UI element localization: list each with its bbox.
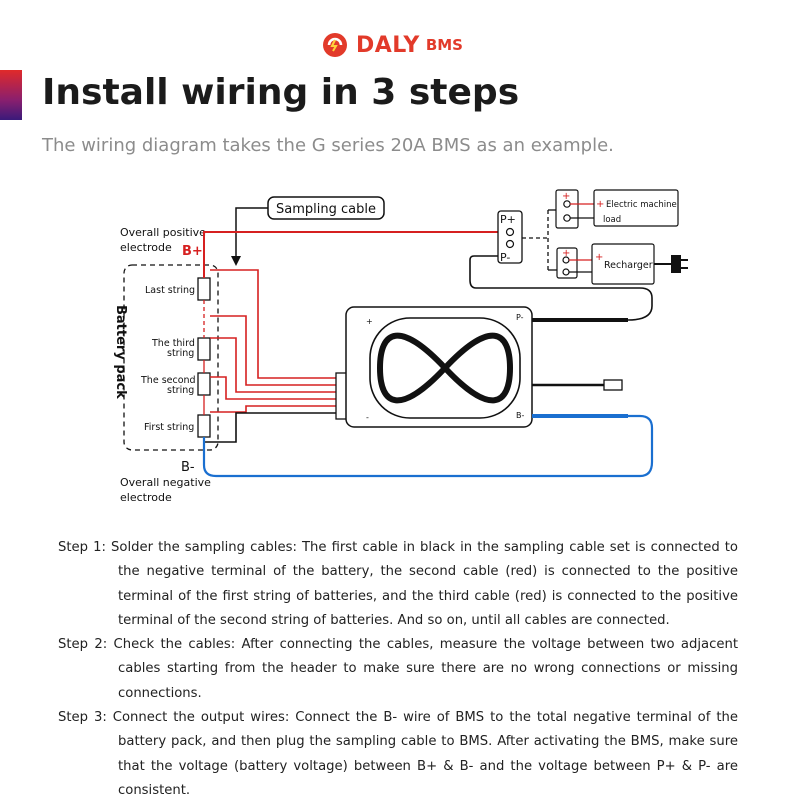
- electric-machine-label: Electric machine: [606, 200, 677, 210]
- plug-icon: [671, 255, 688, 273]
- overall-positive-label: Overall positive: [120, 226, 206, 239]
- brand-sub: BMS: [425, 36, 463, 54]
- bms-plus-label: +: [366, 317, 373, 326]
- positive-electrode-label: electrode: [120, 241, 172, 254]
- first-string-label: First string: [144, 422, 194, 433]
- svg-text:+: +: [562, 191, 570, 202]
- instruction-steps: Step 1: Solder the sampling cables: The …: [58, 536, 738, 803]
- electric-machine-load: + + Electric machine load: [555, 189, 679, 229]
- p-plus-label: P+: [500, 213, 516, 226]
- cell-second: [197, 372, 211, 396]
- page-subtitle: The wiring diagram takes the G series 20…: [42, 135, 614, 156]
- sampling-cable-label: Sampling cable: [276, 202, 376, 217]
- title-accent-bar: [0, 70, 22, 120]
- battery-pack-box: [123, 264, 219, 451]
- load-label: load: [603, 215, 621, 225]
- cell-last: [197, 277, 211, 301]
- second-string-label-2: string: [167, 385, 194, 396]
- bms-p-minus-label: P-: [516, 313, 524, 322]
- recharger: + + Recharger: [556, 243, 688, 285]
- svg-text:+: +: [595, 252, 603, 263]
- overall-negative-label: Overall negative: [120, 476, 211, 489]
- p-minus-label: P-: [500, 251, 510, 264]
- bms-minus-label: -: [366, 413, 369, 422]
- brand-name: DALY: [356, 32, 420, 58]
- negative-electrode-label: electrode: [120, 491, 172, 504]
- step-1: Step 1: Solder the sampling cables: The …: [58, 540, 738, 628]
- b-plus-label: B+: [182, 244, 203, 259]
- third-string-label-2: string: [167, 348, 194, 359]
- third-string-label-1: The third: [151, 338, 195, 349]
- bms-board: + - P- B-: [345, 306, 533, 428]
- b-plus-wire: [203, 231, 500, 278]
- b-minus-label: B-: [181, 460, 195, 475]
- output-terminal: P+ P-: [497, 210, 523, 264]
- page-title: Install wiring in 3 steps: [42, 72, 520, 113]
- daly-logo-icon: [323, 33, 347, 57]
- wiring-diagram: Sampling cable Overall positive electrod…: [113, 189, 688, 504]
- cell-third: [197, 337, 211, 361]
- bms-b-minus-label: B-: [516, 411, 524, 420]
- recharger-label: Recharger: [604, 260, 653, 271]
- cell-first: [197, 414, 211, 438]
- sampling-cable-callout: Sampling cable: [231, 196, 385, 266]
- step-2: Step 2: Check the cables: After connecti…: [58, 637, 738, 701]
- b-minus-wire: [202, 414, 654, 478]
- second-string-label-1: The second: [140, 375, 196, 386]
- sampling-cables: [203, 269, 336, 443]
- step-3: Step 3: Connect the output wires: Connec…: [58, 710, 738, 798]
- battery-pack-label: Battery pack: [113, 305, 128, 399]
- brand-logo: DALY BMS: [322, 30, 492, 60]
- svg-text:+: +: [562, 248, 570, 259]
- last-string-label: Last string: [145, 285, 195, 296]
- svg-text:+: +: [596, 199, 604, 210]
